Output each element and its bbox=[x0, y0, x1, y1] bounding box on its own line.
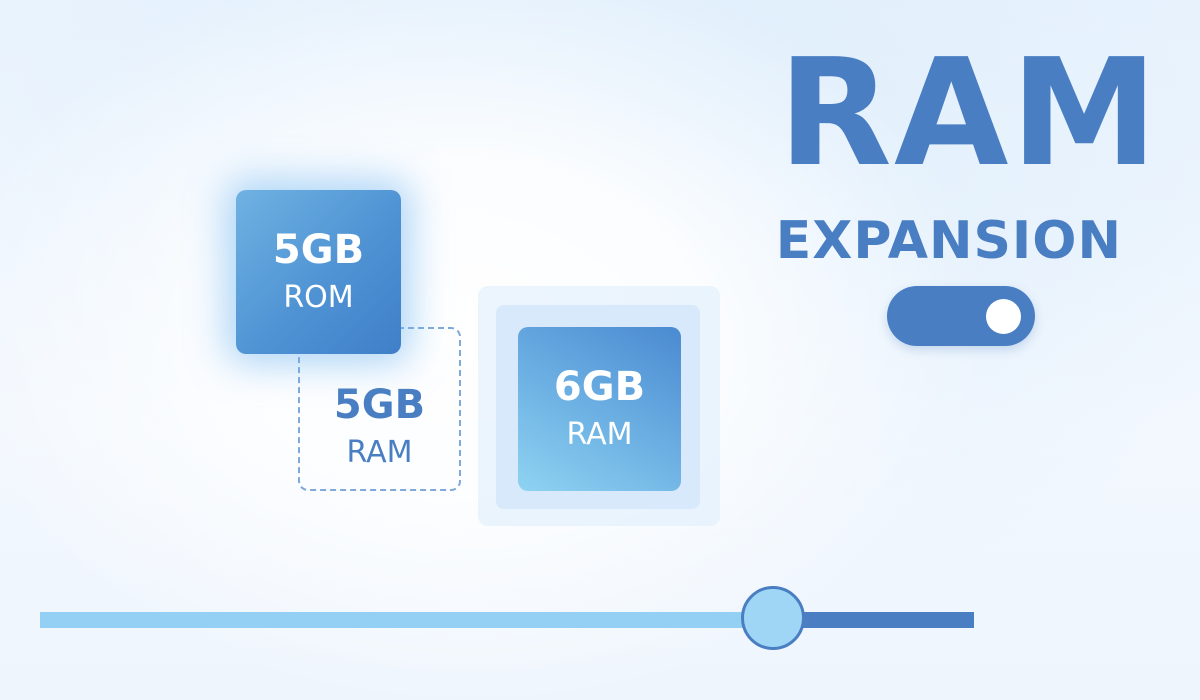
virtual-ram-chip-label: RAM bbox=[346, 435, 413, 470]
physical-ram-chip-label: RAM bbox=[566, 417, 633, 452]
ram-expansion-toggle[interactable] bbox=[887, 286, 1035, 346]
title-expansion: EXPANSION bbox=[775, 211, 1122, 271]
ram-size-slider[interactable] bbox=[40, 586, 976, 650]
virtual-ram-chip: 5GB RAM bbox=[298, 327, 461, 491]
rom-chip-label: ROM bbox=[283, 280, 354, 315]
rom-chip: 5GB ROM bbox=[236, 190, 401, 354]
slider-fill bbox=[40, 612, 774, 628]
physical-ram-chip-capacity: 6GB bbox=[553, 364, 646, 410]
physical-ram-chip: 6GB RAM bbox=[518, 327, 681, 491]
title-ram: RAM bbox=[778, 27, 1160, 199]
rom-chip-capacity: 5GB bbox=[272, 227, 365, 273]
toggle-knob bbox=[986, 299, 1021, 334]
slider-thumb[interactable] bbox=[741, 586, 806, 650]
virtual-ram-chip-capacity: 5GB bbox=[333, 382, 426, 428]
